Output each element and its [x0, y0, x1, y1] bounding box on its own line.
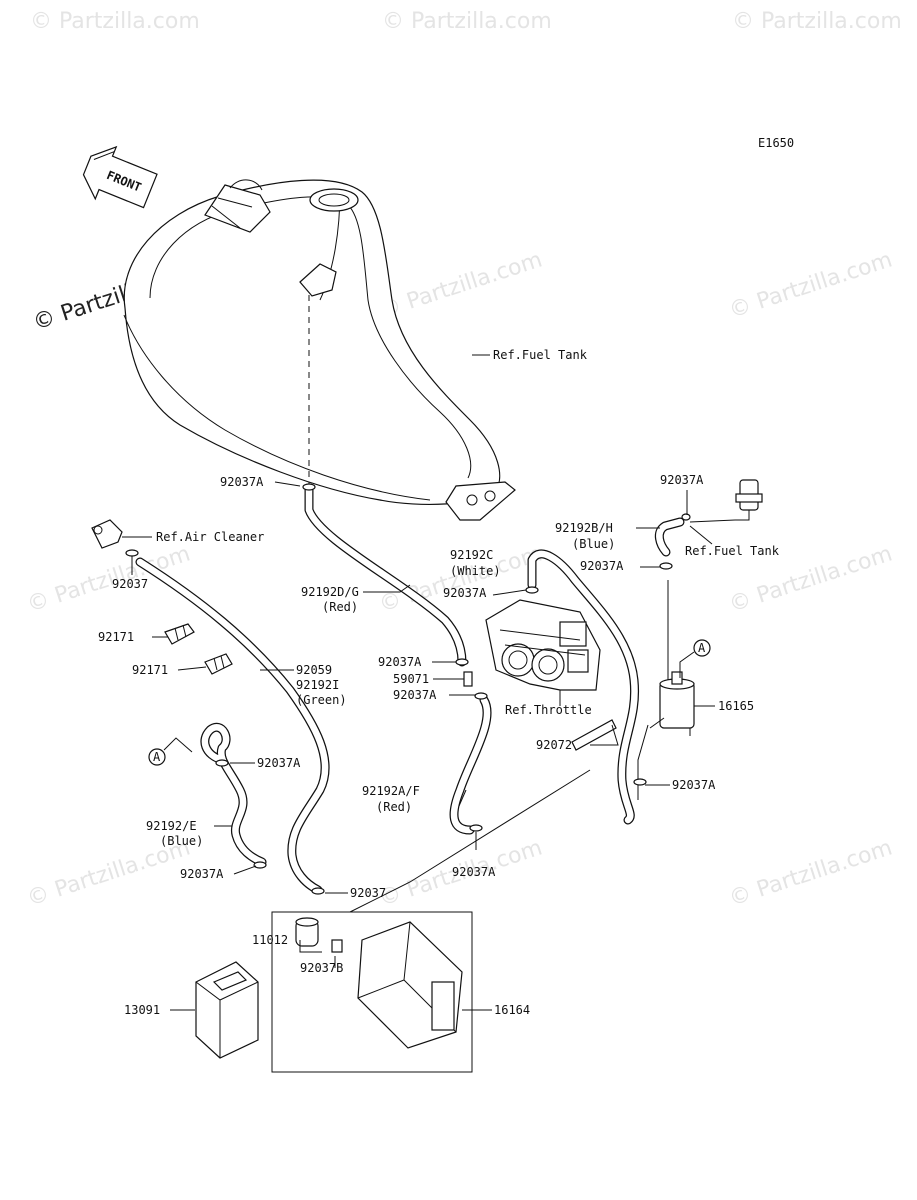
label-11012: 11012 — [252, 933, 288, 947]
label-ref-air-cleaner: Ref.Air Cleaner — [156, 530, 264, 544]
marker-a-left: A — [148, 737, 193, 766]
air-cleaner-fitting — [91, 519, 123, 549]
label-92072: 92072 — [536, 738, 572, 752]
label-92192c-color: (White) — [450, 564, 501, 578]
label-92192af-color: (Red) — [376, 800, 412, 814]
label-16164: 16164 — [494, 1003, 530, 1017]
label-92192bh: 92192B/H — [555, 521, 613, 535]
cover-13091 — [195, 961, 259, 1059]
fuel-valve-ref — [689, 479, 763, 523]
label-92171-b: 92171 — [132, 663, 168, 677]
label-92059: 92059 — [296, 663, 332, 677]
hose-92192e — [200, 722, 267, 867]
hose-92192c — [527, 549, 640, 825]
label-ref-fuel-tank-main: Ref.Fuel Tank — [493, 348, 588, 362]
label-92037a-mid: 92037A — [378, 655, 422, 669]
watermark-text: © Partzilla.com — [382, 9, 552, 34]
label-92037a-bl: 92037A — [180, 867, 224, 881]
callout-labels: Ref.Fuel Tank 92037A Ref.Air Cleaner 920… — [98, 348, 780, 1017]
label-92037a-left: 92037A — [257, 756, 301, 770]
label-ref-throttle: Ref.Throttle — [505, 703, 592, 717]
hose-92192dg — [304, 485, 467, 667]
hose-92192bh — [654, 517, 685, 557]
label-ref-fuel-tank-right: Ref.Fuel Tank — [685, 544, 780, 558]
leader-lines — [122, 354, 715, 1011]
label-92037a: 92037A — [220, 475, 264, 489]
throttle-body-illustration — [485, 599, 601, 691]
label-92192e-color: (Blue) — [160, 834, 203, 848]
canister-assembly — [271, 911, 473, 1073]
label-92192bh-color: (Blue) — [572, 537, 615, 551]
diagram-id: E1650 — [758, 136, 794, 150]
label-92037: 92037 — [112, 577, 148, 591]
watermark-text: © Partzilla.com — [726, 835, 895, 911]
fuel-filter-16165 — [649, 671, 695, 736]
label-92037a-r2: 92037A — [672, 778, 716, 792]
fuel-tank-illustration — [123, 179, 516, 521]
label-92192e: 92192/E — [146, 819, 197, 833]
watermark-text: © Partzilla.com — [732, 9, 902, 34]
svg-text:A: A — [153, 750, 161, 764]
watermark-text: © Partzilla.com — [726, 247, 895, 323]
label-92037-bottom: 92037 — [350, 886, 386, 900]
clamp-92171-a — [164, 623, 195, 645]
label-92171-a: 92171 — [98, 630, 134, 644]
label-92037a-r: 92037A — [580, 559, 624, 573]
label-92192c: 92192C — [450, 548, 493, 562]
label-92192dg-color: (Red) — [322, 600, 358, 614]
label-92037a-c: 92037A — [443, 586, 487, 600]
hose-92192af — [449, 695, 492, 835]
label-92192i: 92192I — [296, 678, 339, 692]
clamp-92171-b — [204, 653, 233, 675]
bracket-92072 — [571, 719, 617, 751]
label-92192af: 92192A/F — [362, 784, 420, 798]
label-13091: 13091 — [124, 1003, 160, 1017]
front-arrow-icon: FRONT — [82, 145, 158, 209]
label-92037a-tr: 92037A — [660, 473, 704, 487]
label-16165: 16165 — [718, 699, 754, 713]
watermark-text: © Partzilla.com — [30, 9, 200, 34]
label-59071: 59071 — [393, 672, 429, 686]
svg-text:A: A — [698, 641, 706, 655]
label-92192dg: 92192D/G — [301, 585, 359, 599]
label-92037b: 92037B — [300, 961, 343, 975]
filter-line — [637, 580, 669, 800]
marker-a-right: A — [679, 639, 711, 678]
watermark-text: © Partzilla.com — [376, 247, 545, 323]
hose-92059-92192i — [135, 557, 330, 895]
label-92037a-bc: 92037A — [452, 865, 496, 879]
label-92192i-color: (Green) — [296, 693, 347, 707]
label-92037a-mid2: 92037A — [393, 688, 437, 702]
